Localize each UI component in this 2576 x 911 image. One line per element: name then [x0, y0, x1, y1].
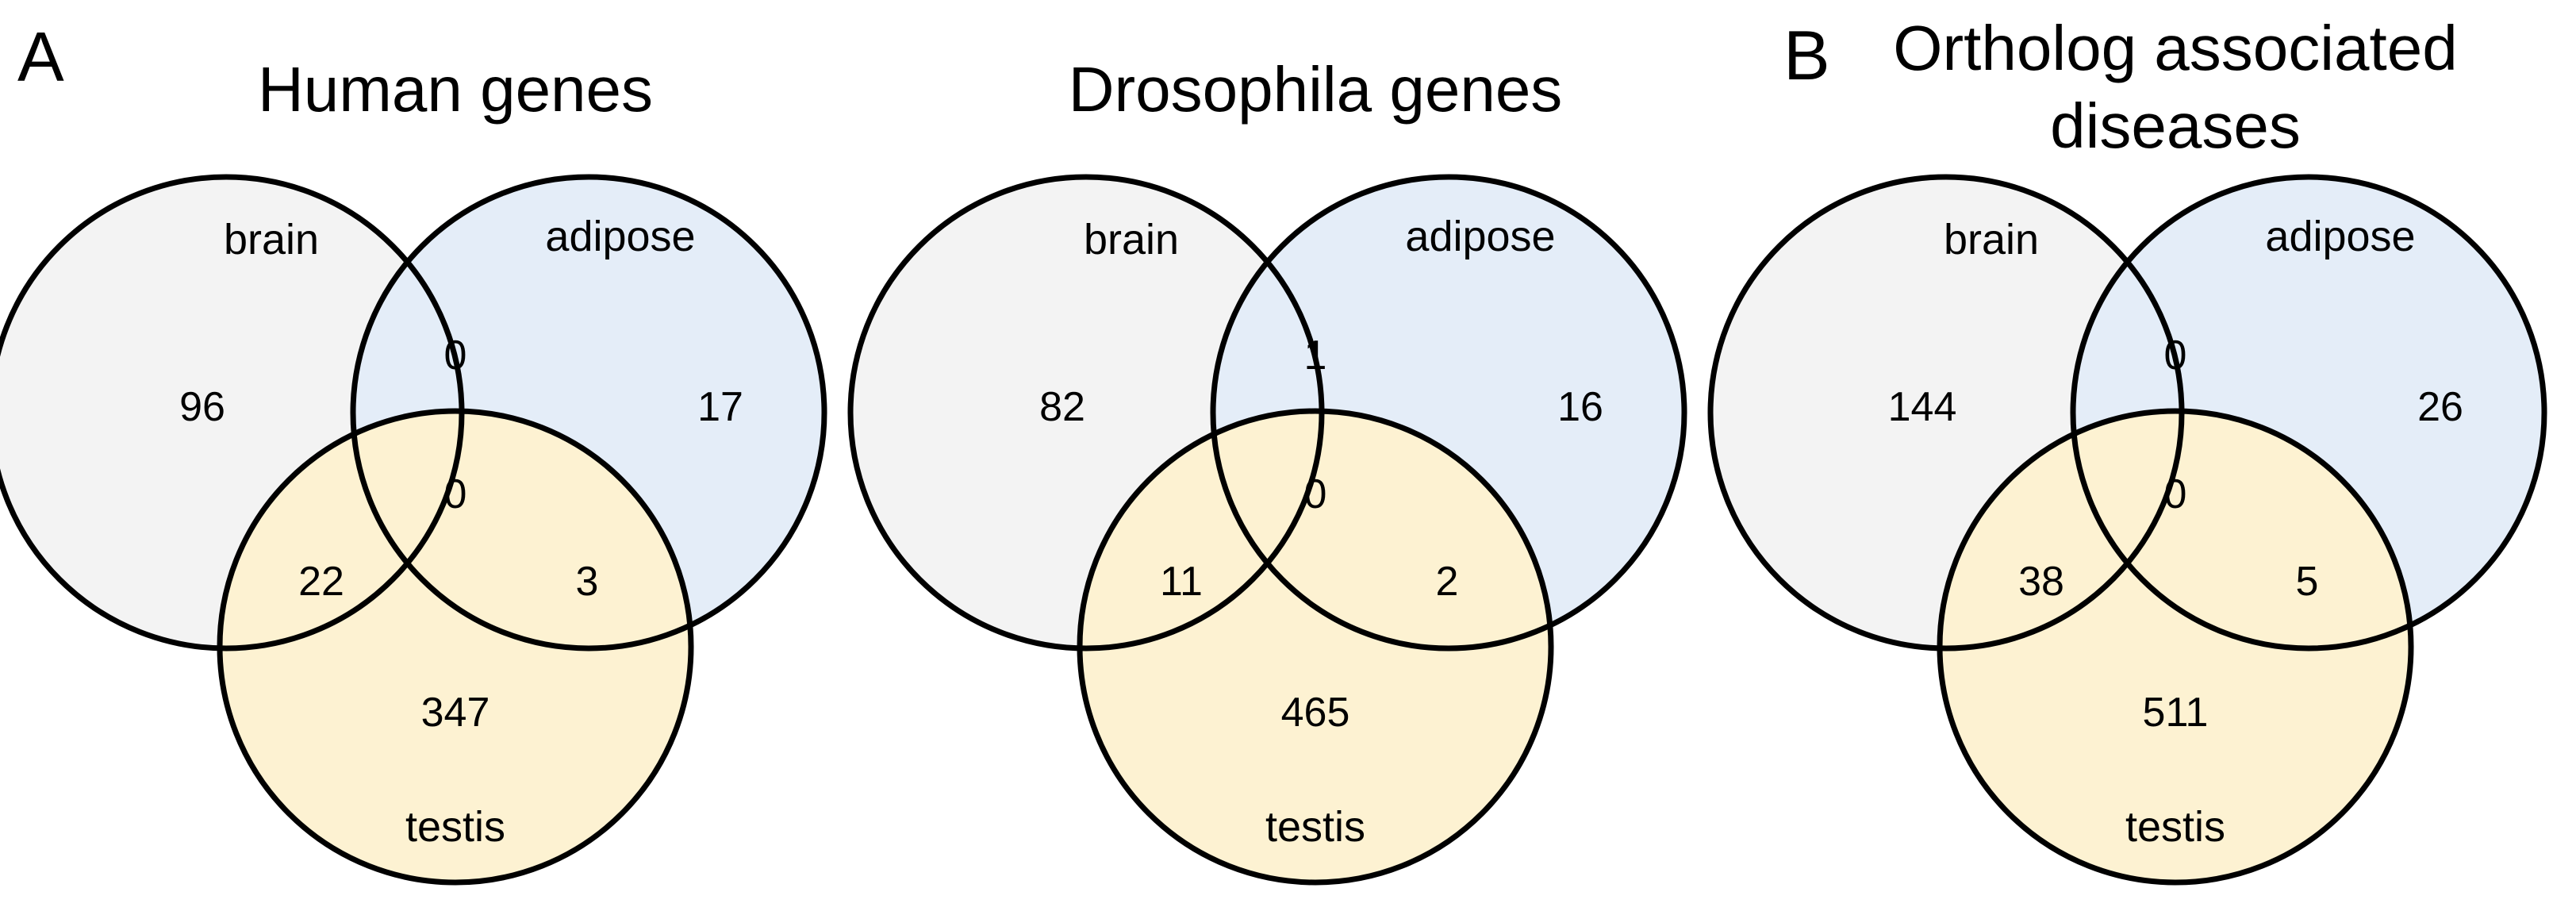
count-brain-adipose: 1	[1304, 332, 1327, 379]
venn-outlines	[847, 174, 1687, 886]
set-label-testis: testis	[1265, 803, 1365, 851]
count-brain-testis: 38	[2018, 559, 2064, 605]
set-label-testis: testis	[405, 803, 505, 851]
count-adipose-testis: 3	[576, 559, 599, 605]
count-brain-only: 82	[1039, 384, 1085, 430]
set-label-testis: testis	[2125, 803, 2225, 851]
count-testis-only: 511	[2143, 690, 2209, 736]
set-label-brain: brain	[224, 216, 319, 263]
count-adipose-only: 16	[1557, 384, 1603, 430]
count-testis-only: 347	[421, 690, 490, 736]
venn-human-genes: Human genes brain adipose testis 96 17 3…	[0, 54, 827, 886]
testis-circle	[1080, 411, 1551, 882]
testis-circle	[220, 411, 691, 882]
testis-outline	[1937, 408, 2414, 886]
set-label-brain: brain	[1944, 216, 2039, 263]
count-adipose-only: 17	[697, 384, 743, 430]
panel-label-b: B	[1783, 16, 1830, 94]
venn-outlines	[0, 174, 827, 886]
set-label-adipose: adipose	[2265, 213, 2415, 260]
count-brain-adipose: 0	[2164, 332, 2187, 379]
count-adipose-testis: 2	[1436, 559, 1459, 605]
count-all-three: 0	[1304, 471, 1327, 517]
count-brain-testis: 22	[298, 559, 344, 605]
diagram-title-line-2: diseases	[2050, 90, 2301, 161]
testis-outline	[1077, 408, 1554, 886]
testis-circle	[1940, 411, 2411, 882]
diagram-title-line-1: Ortholog associated	[1893, 13, 2458, 83]
count-brain-only: 96	[179, 384, 225, 430]
diagram-title-line-1: Human genes	[258, 54, 653, 125]
count-brain-testis: 11	[1160, 559, 1203, 605]
venn-ortholog-associated-diseases: Ortholog associated diseases brain adipo…	[1707, 13, 2547, 886]
count-testis-only: 465	[1281, 690, 1350, 736]
count-all-three: 0	[444, 471, 467, 517]
venn-fills	[0, 177, 824, 882]
count-adipose-only: 26	[2417, 384, 2463, 430]
adipose-outline	[350, 174, 827, 652]
adipose-outline	[2070, 174, 2547, 652]
count-brain-only: 144	[1888, 384, 1957, 430]
venn-outlines	[1707, 174, 2547, 886]
set-label-brain: brain	[1084, 216, 1179, 263]
count-all-three: 0	[2164, 471, 2187, 517]
testis-outline	[217, 408, 694, 886]
venn-fills	[1710, 177, 2544, 882]
diagram-title-line-1: Drosophila genes	[1069, 54, 1563, 125]
panel-label-a: A	[17, 17, 64, 96]
venn-fills	[850, 177, 1684, 882]
count-adipose-testis: 5	[2296, 559, 2319, 605]
count-brain-adipose: 0	[444, 332, 467, 379]
set-label-adipose: adipose	[1405, 213, 1555, 260]
set-label-adipose: adipose	[545, 213, 695, 260]
venn-drosophila-genes: Drosophila genes brain adipose testis 82…	[847, 54, 1687, 886]
adipose-outline	[1210, 174, 1687, 652]
